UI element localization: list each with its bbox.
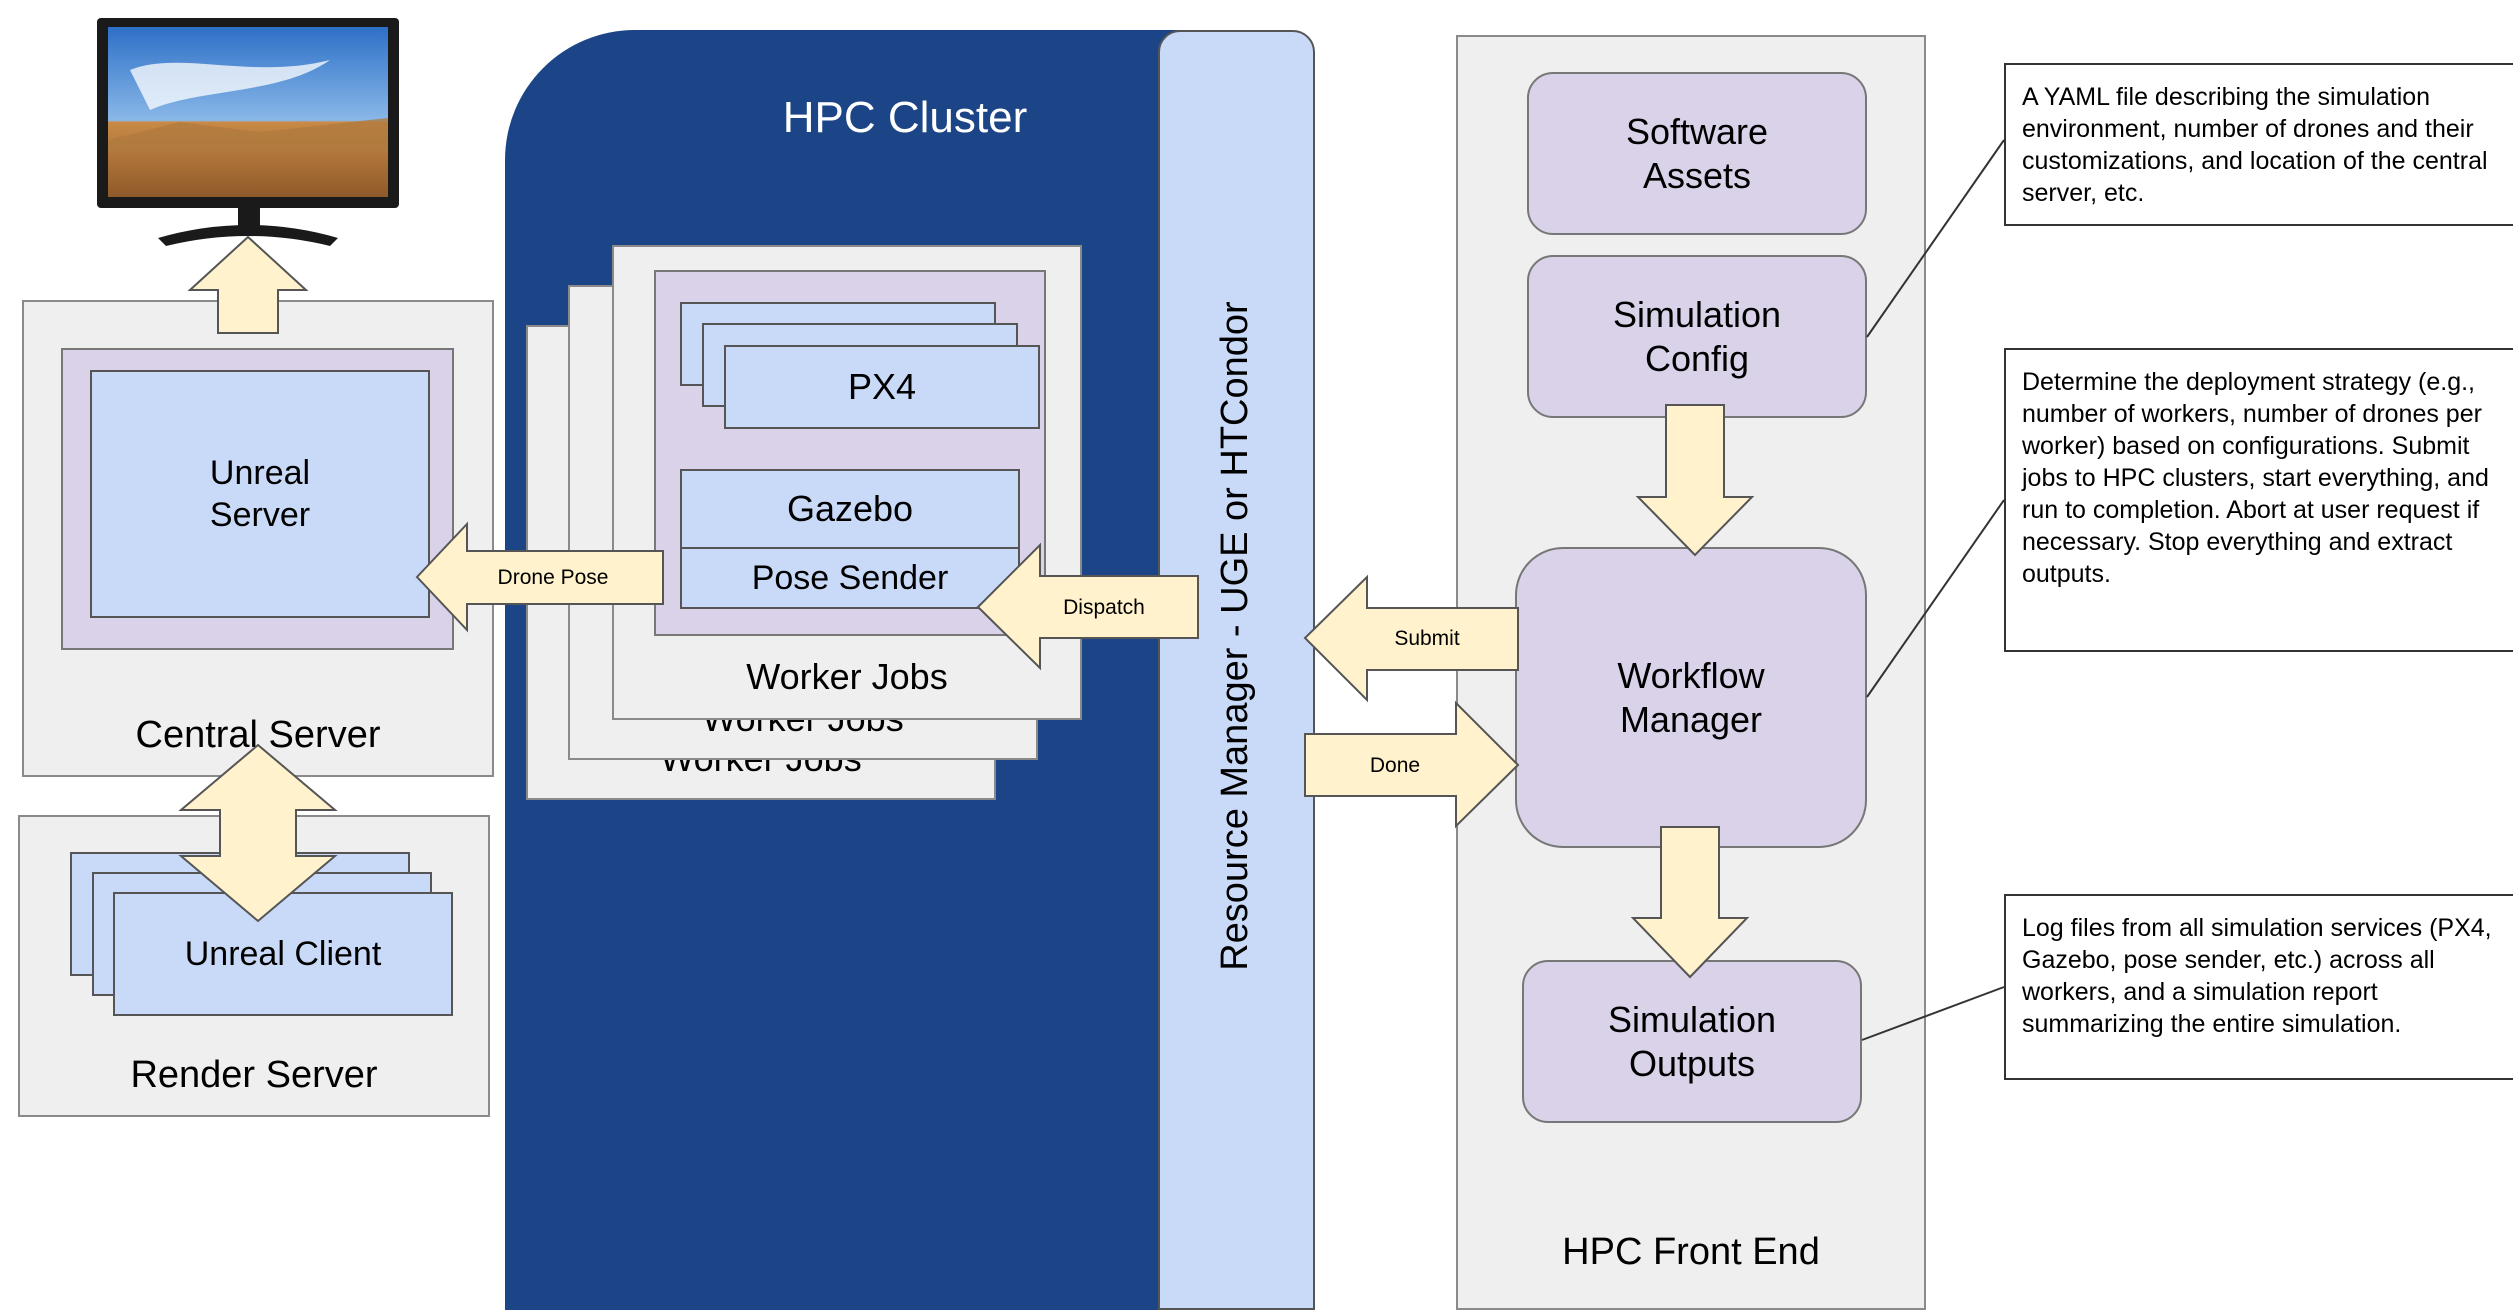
outputs-note: Log files from all simulation services (… [2004,894,2513,1080]
config-to-workflow-arrow [1635,404,1755,557]
config-note-connector [1866,139,2005,338]
gazebo-box: Gazebo [680,469,1020,549]
config-note: A YAML file describing the simulation en… [2004,63,2513,226]
monitor-up-arrow [187,235,309,334]
workflow-note-connector [1866,499,2005,698]
pose-sender-box: Pose Sender [680,547,1020,609]
dispatch-arrow [976,542,1199,671]
unreal-server-label: Unreal Server [209,454,311,534]
render-server-title: Render Server [130,1054,378,1096]
submit-label: Submit [1394,627,1460,650]
worker-job-label: Worker Jobs [746,656,948,697]
pose-sender-label: Pose Sender [751,558,949,597]
unreal-client-box: Unreal Client [113,892,453,1016]
px4-label: PX4 [847,366,917,407]
software-assets-label: Software Assets [1625,110,1769,196]
simulation-config-box: Simulation Config [1527,255,1867,418]
workflow-note: Determine the deployment strategy (e.g.,… [2004,348,2513,652]
outputs-note-connector [1861,986,2005,1041]
simulation-outputs-box: Simulation Outputs [1522,960,1862,1123]
unreal-server-box: Unreal Server [90,370,430,618]
done-label: Done [1370,754,1420,777]
central-render-double-arrow [178,743,338,923]
gazebo-label: Gazebo [786,488,914,529]
hpc-cluster-title: HPC Cluster [782,93,1028,142]
px4-box: PX4 [724,345,1040,429]
workflow-manager-label: Workflow Manager [1617,654,1765,740]
unreal-client-label: Unreal Client [184,934,382,973]
monitor-icon [97,18,399,246]
simulation-config-label: Simulation Config [1612,293,1782,379]
done-arrow [1304,700,1520,829]
resource-manager-bar [1158,30,1315,1310]
dispatch-label: Dispatch [1063,596,1145,619]
hpc-front-end-title: HPC Front End [1562,1231,1820,1273]
submit-arrow [1303,574,1519,703]
drone-pose-arrow [415,521,664,633]
workflow-to-outputs-arrow [1630,826,1750,979]
software-assets-box: Software Assets [1527,72,1867,235]
drone-pose-label: Drone Pose [498,566,609,589]
simulation-outputs-label: Simulation Outputs [1607,998,1777,1084]
